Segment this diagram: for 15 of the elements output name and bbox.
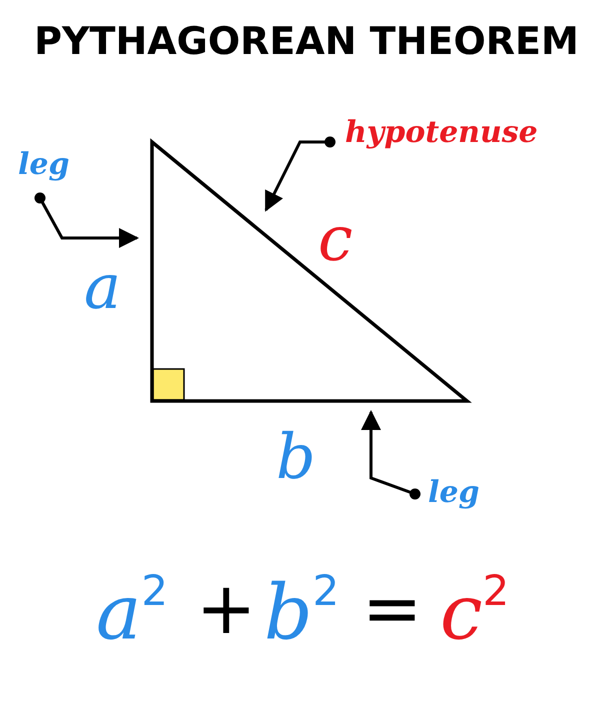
callout-label: leg xyxy=(18,150,70,180)
leader-arrow xyxy=(361,410,420,500)
side-label: c xyxy=(318,208,353,270)
callout-label: leg xyxy=(428,478,480,508)
leader-arrow xyxy=(264,136,336,212)
side-label: a xyxy=(84,256,121,318)
equation-term: b$^{2}$ xyxy=(264,570,340,650)
equals-sign: = xyxy=(362,572,422,644)
side-label: b xyxy=(276,426,316,488)
leader-arrow xyxy=(34,192,139,248)
equation-term: a$^{2}$ xyxy=(96,570,168,650)
title: PYTHAGOREAN THEOREM xyxy=(33,22,580,60)
equation-term: c$^{2}$ xyxy=(440,570,510,650)
callout-label: hypotenuse xyxy=(345,118,538,148)
plus-sign: + xyxy=(196,572,256,644)
